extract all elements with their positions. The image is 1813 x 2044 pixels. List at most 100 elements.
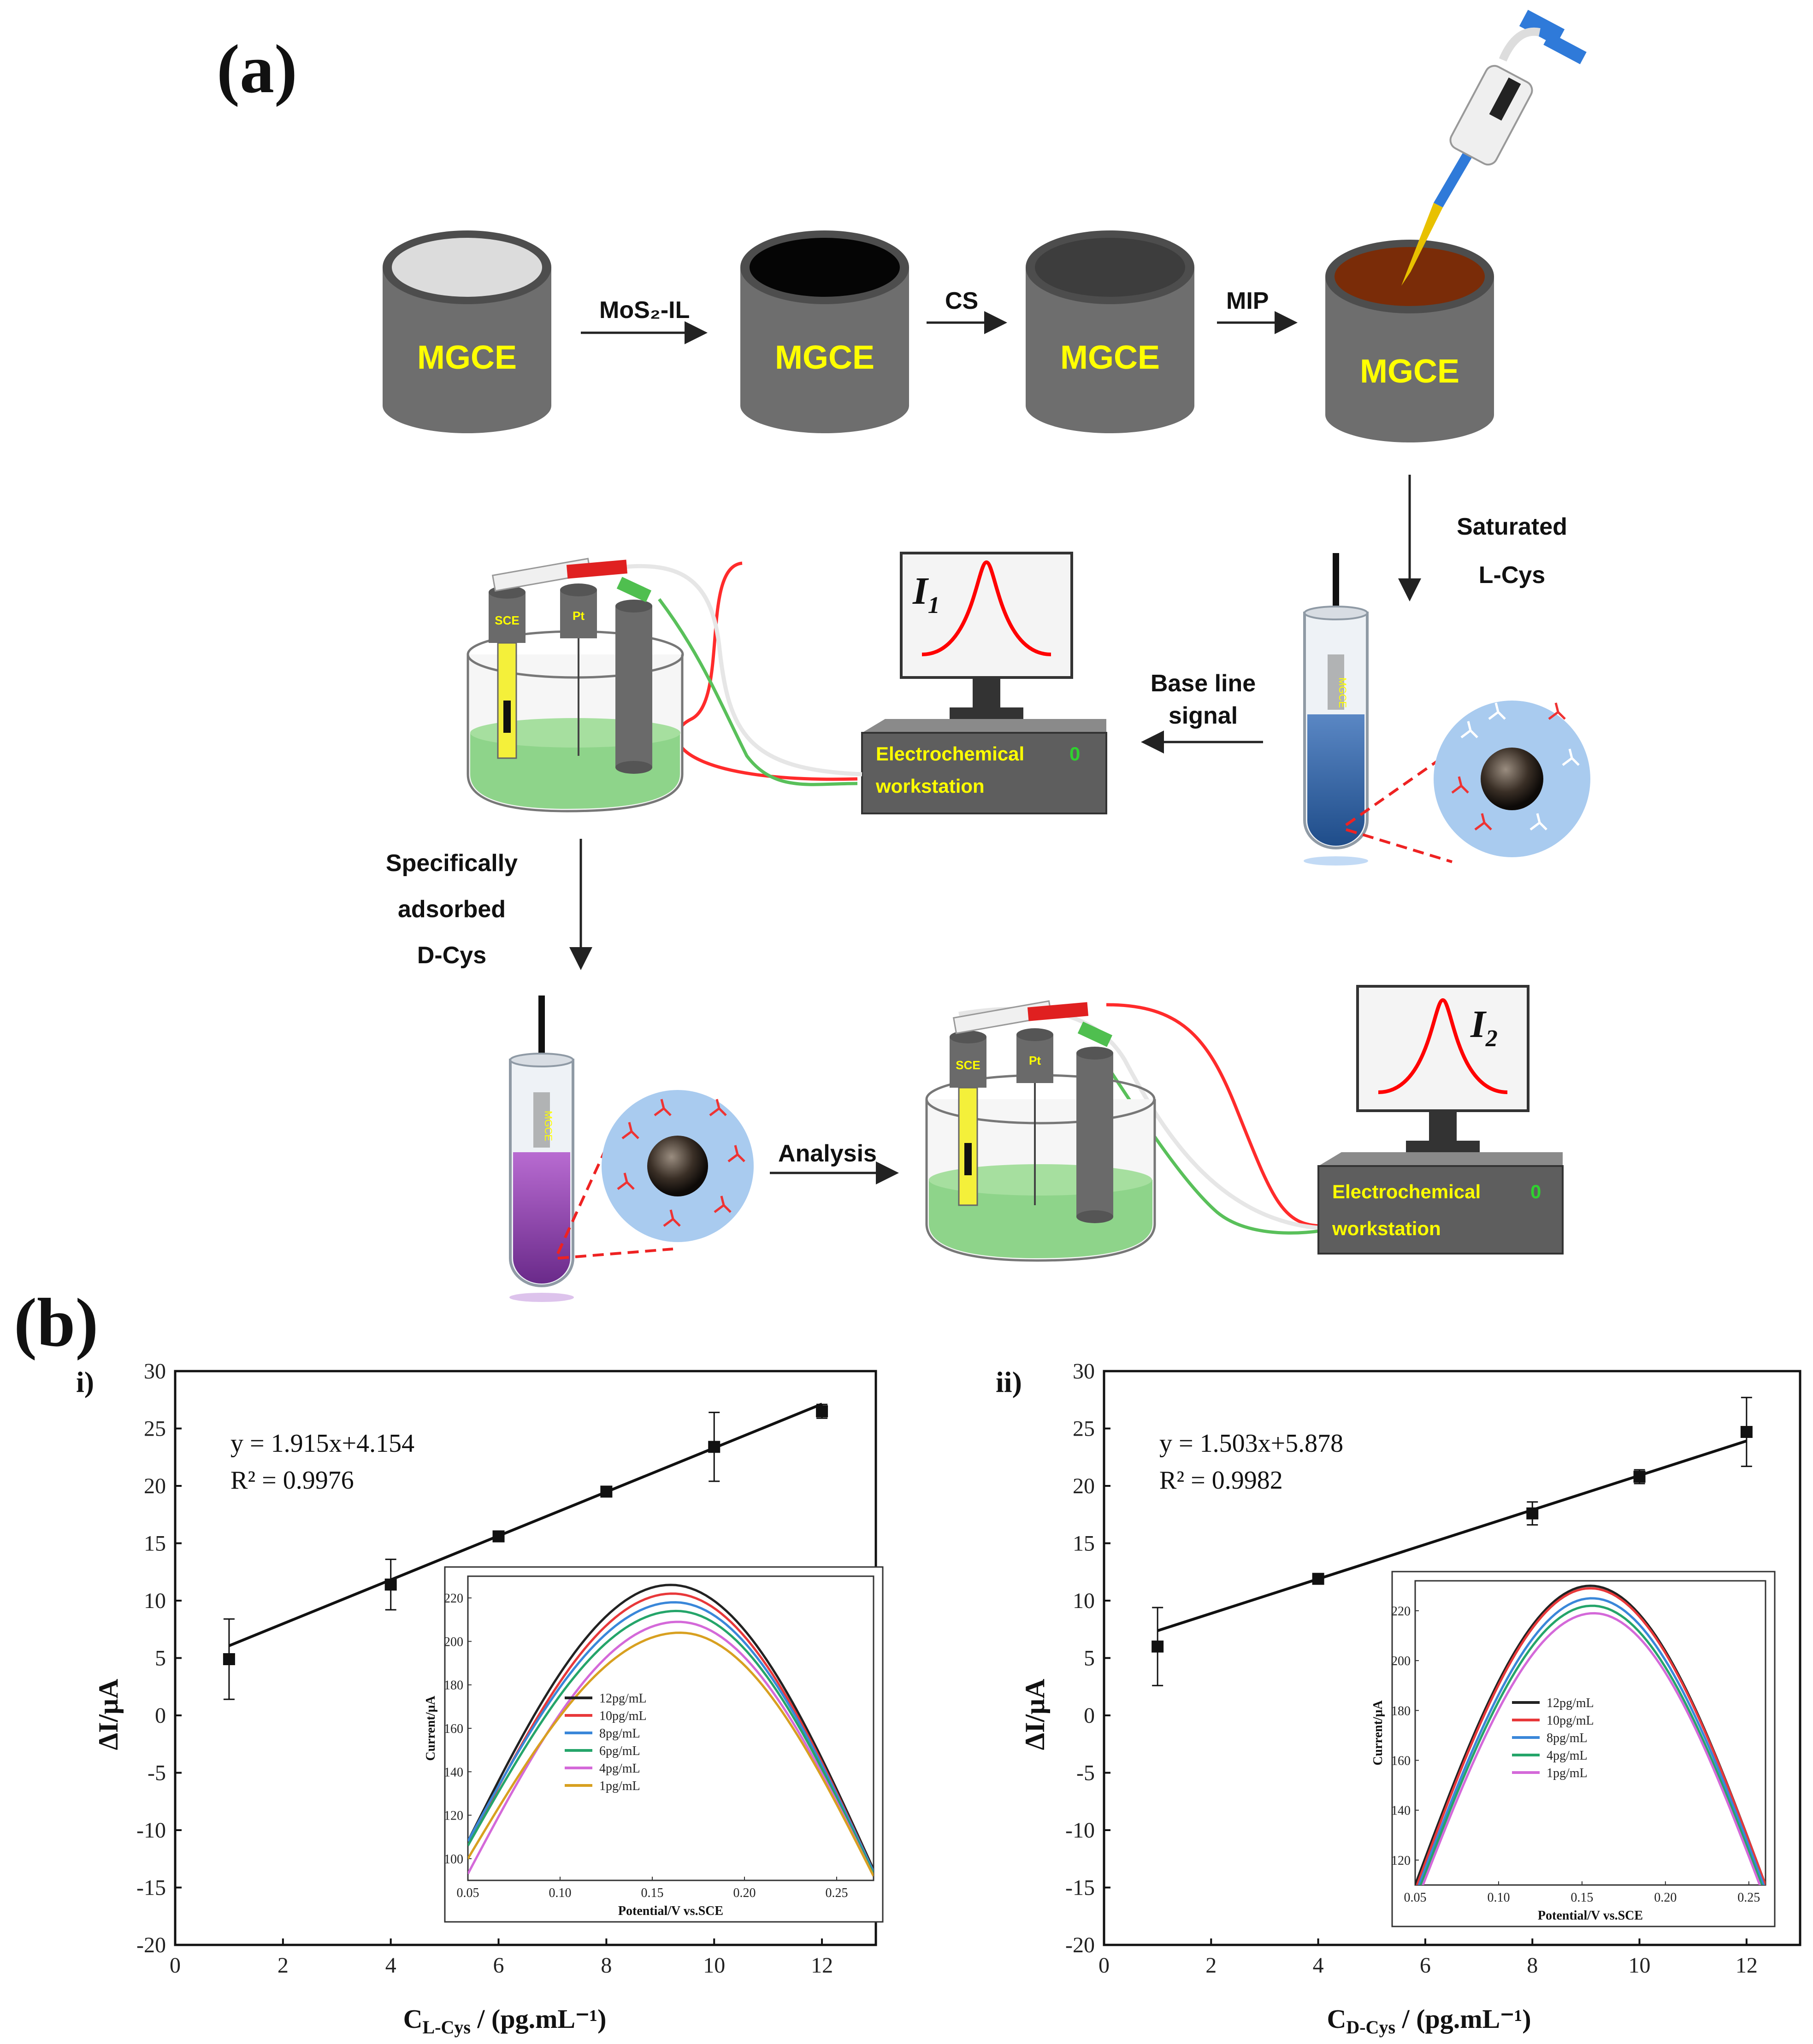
fit-line	[228, 1402, 823, 1647]
data-point	[816, 1405, 828, 1418]
legend-label: 10pg/mL	[1547, 1714, 1594, 1728]
data-point	[492, 1530, 505, 1543]
inset-curve-10pg/mL	[1416, 1587, 1766, 1885]
workstation-2-line-2: workstation	[1332, 1218, 1441, 1239]
analysis-label: Analysis	[778, 1140, 877, 1167]
y-tick-label: -5	[1076, 1761, 1095, 1785]
right-ylabel: ΔI/μA	[1020, 1679, 1050, 1750]
inset-x-tick-label: 0.20	[1654, 1891, 1677, 1905]
inset-xlabel: Potential/V vs.SCE	[1538, 1909, 1643, 1923]
right-equation: y = 1.503x+5.878	[1159, 1429, 1343, 1458]
signal-1-label: I1	[912, 570, 940, 619]
workstation-1-line-1: Electrochemical	[876, 743, 1024, 765]
inset-x-tick-label: 0.10	[1487, 1891, 1510, 1905]
x-tick-label: 8	[1527, 1953, 1538, 1978]
mip-particle-zoom-2	[556, 1090, 754, 1260]
y-tick-label: 20	[1073, 1474, 1095, 1498]
inset-y-tick-label: 180	[444, 1679, 463, 1693]
x-tick-label: 6	[493, 1953, 504, 1978]
data-point	[1526, 1507, 1539, 1520]
workstation-1: I1 Electrochemical workstation 0	[861, 552, 1107, 814]
inset-x-tick-label: 0.05	[1404, 1891, 1427, 1905]
inset-y-tick-label: 180	[1391, 1704, 1411, 1718]
x-tick-label: 2	[1205, 1953, 1217, 1978]
test-tube-purple: MGCE	[509, 995, 574, 1302]
y-tick-label: -20	[1065, 1933, 1095, 1957]
electrode-mos2: MGCE	[740, 230, 909, 433]
inset-y-tick-label: 100	[444, 1852, 463, 1867]
x-tick-label: 8	[601, 1953, 612, 1978]
x-tick-label: 4	[385, 1953, 396, 1978]
y-tick-label: 20	[144, 1474, 166, 1498]
electrode-label-2: MGCE	[775, 339, 874, 376]
x-tick-label: 0	[170, 1953, 181, 1978]
chart-right-tag: ii)	[996, 1366, 1022, 1398]
workstation-2-line-1: Electrochemical	[1332, 1181, 1481, 1202]
baseline-line-1: Base line	[1151, 670, 1256, 697]
inset-xlabel: Potential/V vs.SCE	[618, 1904, 723, 1918]
step-label-mip: MIP	[1226, 288, 1269, 314]
inset-x-tick-label: 0.25	[826, 1886, 848, 1900]
left-xlabel: CL-Cys / (pg.mL⁻¹)	[403, 2004, 607, 2038]
y-tick-label: -20	[136, 1933, 166, 1957]
inset-y-tick-label: 140	[444, 1765, 463, 1779]
y-tick-label: 30	[1073, 1359, 1095, 1384]
inset-curve-12pg/mL	[468, 1584, 874, 1870]
electrode-bare: MGCE	[383, 230, 551, 433]
inset-frame	[444, 1566, 884, 1923]
workstation-2: I2 Electrochemical workstation 0	[1317, 985, 1564, 1255]
data-point	[223, 1653, 235, 1665]
inset-y-tick-label: 220	[444, 1591, 463, 1606]
mip-particle-zoom-1	[1345, 701, 1590, 863]
fit-line	[1157, 1439, 1747, 1632]
inset-curve-1pg/mL	[468, 1632, 874, 1877]
chart-left-tag: i)	[76, 1366, 94, 1398]
x-tick-label: 10	[703, 1953, 725, 1978]
legend-label: 12pg/mL	[1547, 1696, 1594, 1710]
x-tick-label: 0	[1098, 1953, 1110, 1978]
peak-curve-2	[1378, 998, 1508, 1094]
electrochemical-cell-1: SCE Pt	[467, 558, 862, 813]
data-point	[1152, 1640, 1164, 1653]
y-tick-label: 15	[1073, 1532, 1095, 1556]
legend-label: 4pg/mL	[1547, 1749, 1588, 1763]
legend-label: 10pg/mL	[599, 1709, 647, 1723]
inset-x-tick-label: 0.20	[733, 1886, 756, 1900]
data-point	[708, 1441, 720, 1453]
workstation-1-indicator: 0	[1069, 743, 1080, 765]
inset-x-tick-label: 0.10	[549, 1886, 572, 1900]
legend-label: 12pg/mL	[599, 1691, 647, 1706]
cell-1-sce-label: SCE	[495, 613, 519, 627]
electrode-cs: MGCE	[1026, 230, 1194, 433]
inset-ylabel: Current/μA	[1371, 1700, 1385, 1766]
inset-curve-6pg/mL	[468, 1609, 874, 1874]
legend-label: 8pg/mL	[599, 1726, 640, 1741]
y-tick-label: -10	[136, 1818, 166, 1843]
inset-curve-8pg/mL	[468, 1601, 874, 1873]
inset-x-tick-label: 0.05	[457, 1886, 479, 1900]
inset-curve-4pg/mL	[1419, 1604, 1763, 1885]
left-ylabel: ΔI/μA	[93, 1679, 124, 1750]
y-tick-label: -15	[136, 1876, 166, 1900]
step-label-cs: CS	[945, 288, 978, 314]
y-tick-label: 15	[144, 1532, 166, 1556]
right-xlabel: CD-Cys / (pg.mL⁻¹)	[1327, 2004, 1531, 2038]
inset-y-tick-label: 120	[1391, 1854, 1411, 1868]
inset-curve-10pg/mL	[468, 1592, 874, 1873]
data-point	[1633, 1471, 1646, 1483]
y-tick-label: 0	[1084, 1703, 1095, 1728]
legend-label: 4pg/mL	[599, 1761, 640, 1776]
inset-y-tick-label: 200	[1391, 1654, 1411, 1668]
left-equation: y = 1.915x+4.154	[230, 1429, 414, 1458]
workstation-1-line-2: workstation	[875, 775, 985, 797]
y-tick-label: 5	[1084, 1646, 1095, 1671]
inset-curve-8pg/mL	[1417, 1597, 1765, 1885]
inset-y-tick-label: 160	[1391, 1754, 1411, 1768]
x-tick-label: 2	[278, 1953, 289, 1978]
legend-label: 1pg/mL	[599, 1779, 640, 1793]
y-tick-label: 10	[1073, 1589, 1095, 1613]
legend-label: 1pg/mL	[1547, 1766, 1588, 1780]
